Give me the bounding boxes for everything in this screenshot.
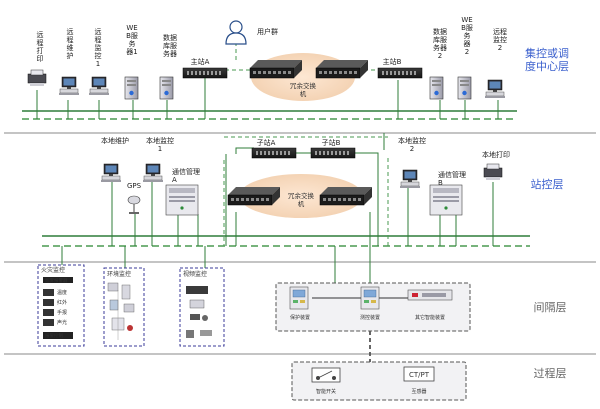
sub-station-a-label: 子站A: [257, 138, 276, 147]
layer-label-station: 站控层: [531, 177, 564, 191]
redundant-switch-icon: [227, 186, 281, 206]
gps-antenna-icon: [127, 195, 141, 214]
fire-item-manual: 手报: [57, 309, 67, 316]
fire-monitoring-title: 火灾监控: [41, 266, 65, 274]
smart-switch-icon: [311, 367, 341, 383]
fire-item-smoke: 烟雾报警器: [45, 277, 68, 284]
main-station-b-rack-icon: [377, 67, 423, 79]
redundant-switch-icon: [249, 59, 303, 79]
control-center-switch-label: 冗余交换机: [290, 81, 317, 98]
db-server1-server-icon: [159, 76, 174, 100]
layer-separators: [4, 132, 596, 355]
user-group-label: 用户群: [257, 27, 278, 36]
protection-device-label: 保护装置: [290, 314, 310, 321]
sub-station-b-rack-icon: [310, 147, 356, 159]
control-center-bus: [22, 110, 517, 120]
env-monitoring-group: 环境监控: [103, 267, 145, 347]
db-server1-label: 数据库服务器: [163, 33, 177, 58]
web-server2-server-icon: [457, 76, 472, 100]
remote-maint-label: 远程维护: [67, 28, 74, 60]
local-monitor2-computer-icon: [399, 169, 421, 189]
fire-monitoring-group: 火灾监控 烟雾报警器 温度 红外 手报 声光 报警控制: [37, 264, 85, 347]
other-smart-device-label: 其它智能装置: [415, 314, 445, 321]
ctpt-box: [403, 366, 435, 382]
layer-label-process: 过程层: [534, 367, 567, 380]
measure-control-device-label: 测控装置: [360, 314, 380, 321]
sub-station-a-rack-icon: [251, 147, 297, 159]
remote-print-printer-icon: [27, 69, 47, 87]
fire-item-ir: 红外: [57, 299, 67, 306]
other-smart-device-icon: [407, 289, 453, 301]
main-station-a-rack-icon: [182, 67, 228, 79]
gps-label: GPS: [127, 182, 142, 190]
bay-drops: [61, 246, 371, 283]
web-server1-server-icon: [124, 76, 139, 100]
remote-monitor2-computer-icon: [484, 79, 506, 99]
remote-monitor1-computer-icon: [88, 76, 110, 96]
env-monitoring-title: 环境监控: [107, 270, 131, 278]
fire-item-control: 报警控制: [45, 332, 63, 339]
video-monitoring-group: 视频监控: [179, 267, 225, 347]
local-maint-label: 本地维护: [101, 136, 129, 145]
comm-mgmt-a-cabinet-icon: [165, 184, 199, 216]
protection-device-icon: [289, 286, 309, 310]
local-print-printer-icon: [483, 163, 503, 181]
local-monitor1-computer-icon: [142, 163, 164, 183]
station-sub-links: [225, 133, 385, 246]
smart-switch-label: 智能开关: [316, 388, 336, 395]
fire-item-alarm: 声光: [57, 319, 67, 326]
station-switch-label: 冗余交换机: [288, 191, 315, 208]
station-redundant-switch-cloud: [239, 174, 363, 218]
remote-print-label: 远程打印: [37, 31, 44, 63]
video-monitoring-title: 视频监控: [183, 270, 207, 278]
local-maint-computer-icon: [100, 163, 122, 183]
layer-label-control-center: 集控或调度中心层: [525, 46, 569, 73]
bay-devices-group: 保护装置 测控装置 其它智能装置: [275, 282, 471, 332]
db-server2-server-icon: [429, 76, 444, 100]
main-station-b-label: 主站B: [383, 57, 402, 66]
remote-maint-computer-icon: [58, 76, 80, 96]
layer-label-bay: 间隔层: [534, 301, 567, 314]
redundant-switch-icon: [315, 59, 369, 79]
user-group-icon: [225, 20, 247, 45]
redundant-switch-icon: [319, 186, 373, 206]
transformer-label: 互感器: [411, 388, 426, 395]
local-print-label: 本地打印: [482, 150, 510, 159]
main-station-a-label: 主站A: [191, 57, 210, 66]
fire-item-temp: 温度: [57, 289, 67, 296]
station-sub-links-dashed: [223, 136, 389, 246]
ctpt-label: CT/PT: [409, 371, 430, 379]
comm-mgmt-b-cabinet-icon: [429, 184, 463, 216]
sub-station-b-label: 子站B: [322, 138, 341, 147]
process-devices-group: 智能开关 CT/PT 互感器: [291, 361, 467, 401]
station-bus: [42, 235, 530, 247]
measure-control-device-icon: [360, 286, 380, 310]
station-drops: [111, 182, 457, 246]
control-center-drops: [36, 78, 499, 119]
